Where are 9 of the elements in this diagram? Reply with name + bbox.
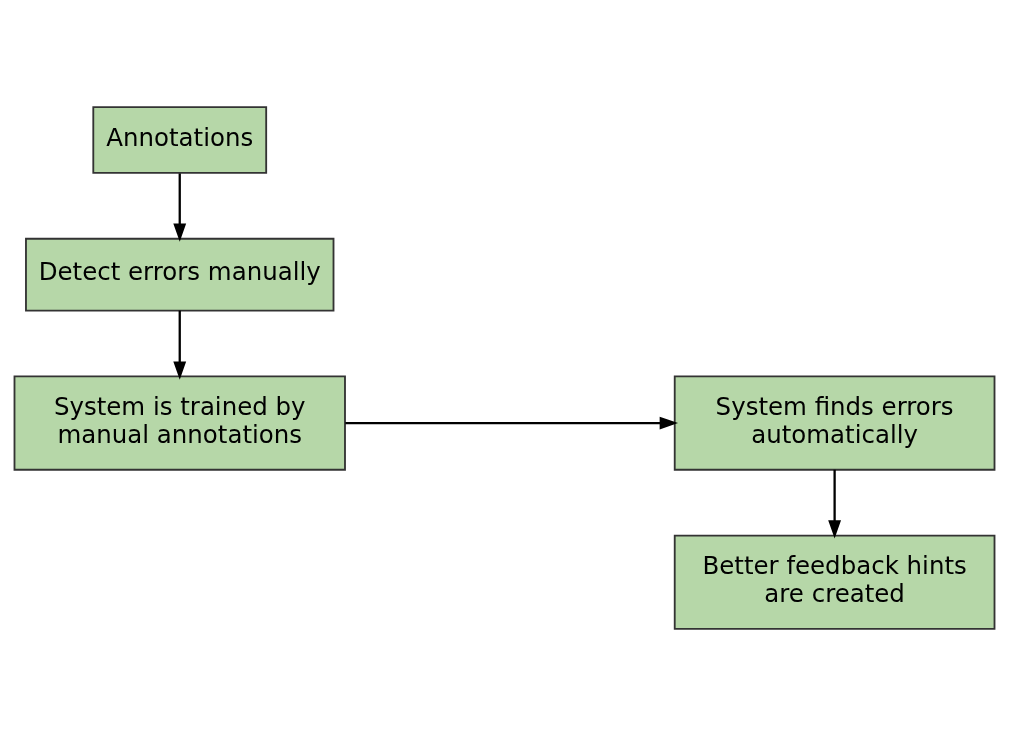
node-box: Better feedback hints are created xyxy=(673,534,996,630)
arrow xyxy=(173,310,187,380)
node-box: System is trained by manual annotations xyxy=(13,375,346,471)
arrow xyxy=(828,469,842,539)
arrow xyxy=(345,416,679,430)
arrow xyxy=(173,173,187,242)
node-box: Detect errors manually xyxy=(25,237,335,312)
node-box: System finds errors automatically xyxy=(673,375,996,471)
node-box: Annotations xyxy=(92,106,268,174)
